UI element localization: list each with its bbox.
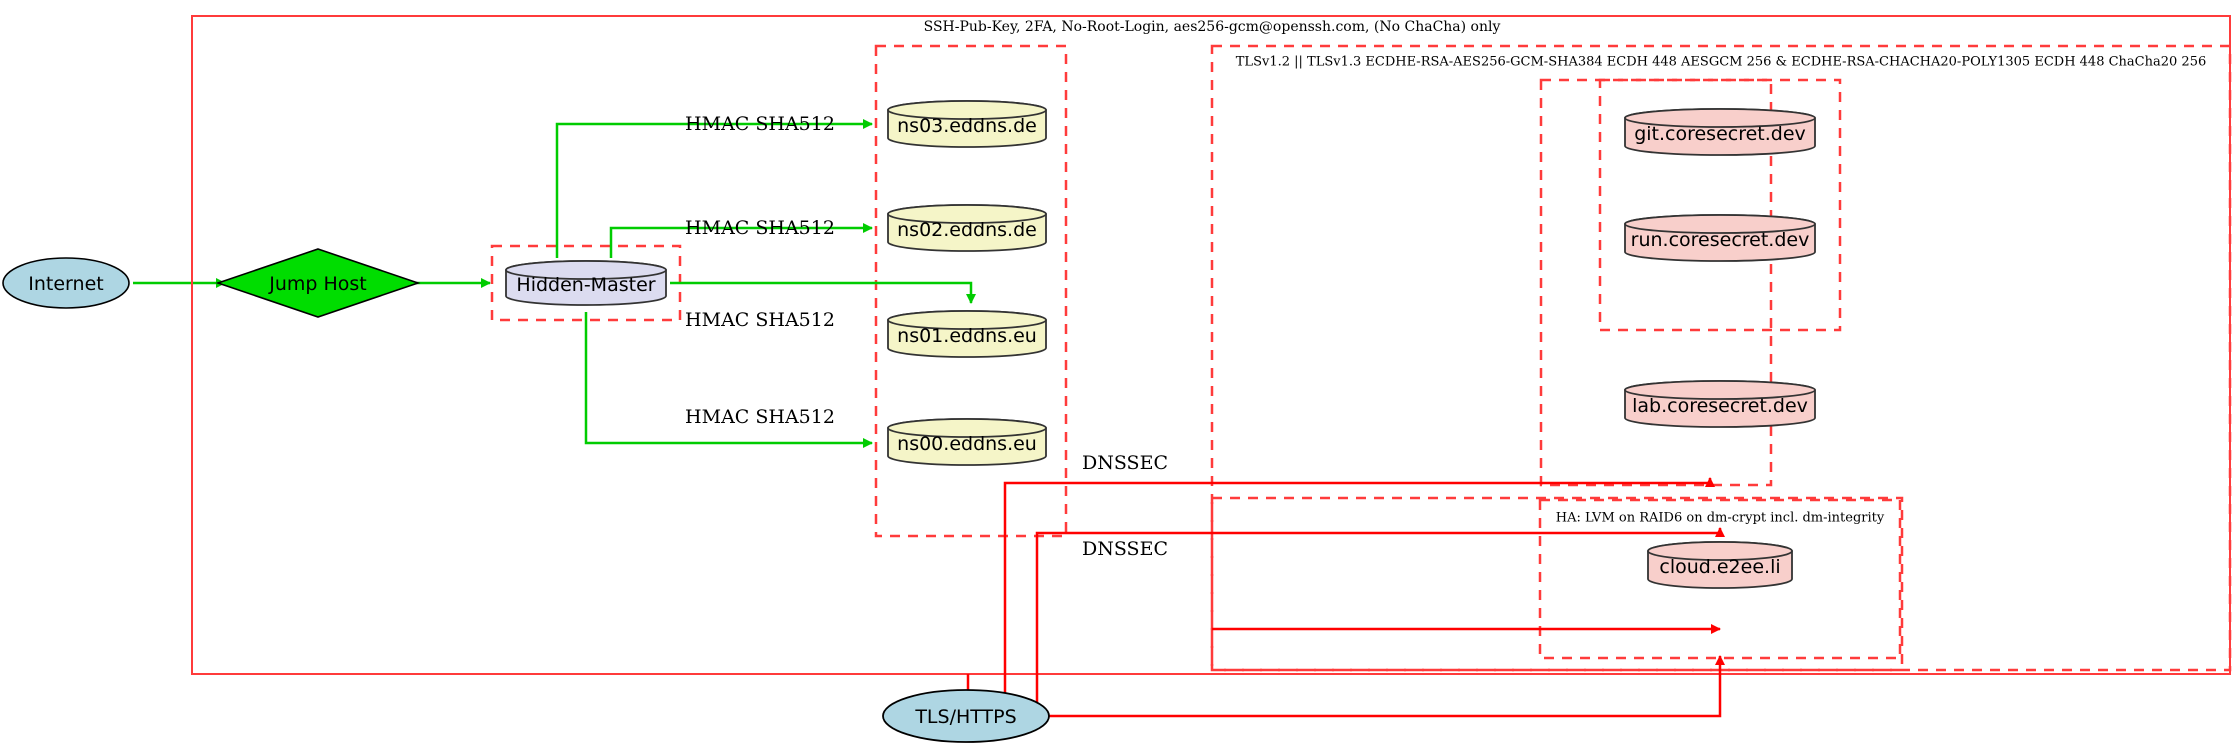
node-ns00[interactable]: ns00.eddns.eu [887,418,1047,466]
node-cloud-e2ee[interactable]: cloud.e2ee.li [1647,541,1793,589]
cluster-ha-label: HA: LVM on RAID6 on dm-crypt incl. dm-in… [1556,511,1885,526]
cluster-coresecret [1598,78,1842,332]
node-run-coresecret[interactable]: run.coresecret.dev [1624,214,1816,262]
node-lab-coresecret-label: lab.coresecret.dev [1632,395,1808,417]
cluster-dnssec-zone [1210,496,1904,672]
node-internet[interactable]: Internet [2,257,130,309]
node-ns03-label: ns03.eddns.de [897,115,1037,137]
node-jump-host-label: Jump Host [268,273,367,295]
cluster-cloud-inner [1539,78,1773,487]
edge-label-hmac-ns01: HMAC SHA512 [685,309,835,331]
node-jump-host[interactable]: Jump Host [215,248,421,318]
node-tls-https[interactable]: TLS/HTTPS [882,689,1050,743]
edge-hiddenmaster-ns03: HMAC SHA512 [555,113,873,258]
node-run-coresecret-label: run.coresecret.dev [1631,229,1810,251]
node-internet-label: Internet [28,273,103,295]
edge-tls-coresecret: DNSSEC [1003,452,1715,716]
node-ns02[interactable]: ns02.eddns.de [887,204,1047,252]
node-lab-coresecret[interactable]: lab.coresecret.dev [1624,380,1816,428]
cluster-nameservers [874,44,1068,538]
node-ns03[interactable]: ns03.eddns.de [887,100,1047,148]
node-tls-https-label: TLS/HTTPS [914,706,1016,728]
node-hidden-master[interactable]: Hidden-Master [505,260,667,306]
node-ns02-label: ns02.eddns.de [897,219,1037,241]
node-cloud-e2ee-label: cloud.e2ee.li [1659,556,1780,578]
cluster-tls-label: TLSv1.2 || TLSv1.3 ECDHE-RSA-AES256-GCM-… [1236,55,2206,70]
node-ns00-label: ns00.eddns.eu [897,433,1037,455]
edge-hiddenmaster-ns02: HMAC SHA512 [609,217,873,258]
edge-label-dnssec-top: DNSSEC [1082,452,1168,474]
node-hidden-master-label: Hidden-Master [516,274,655,296]
cluster-ha: HA: LVM on RAID6 on dm-crypt incl. dm-in… [1538,498,1902,660]
node-git-coresecret[interactable]: git.coresecret.dev [1624,108,1816,156]
cluster-outer-ssh-label: SSH-Pub-Key, 2FA, No-Root-Login, aes256-… [924,19,1501,35]
edge-tls-outer-right [1049,655,1725,718]
node-ns01-label: ns01.eddns.eu [897,325,1037,347]
node-git-coresecret-label: git.coresecret.dev [1634,123,1806,145]
edge-label-hmac-ns02: HMAC SHA512 [685,217,835,239]
edge-label-dnssec-bottom: DNSSEC [1082,538,1168,560]
edge-tls-cloud: DNSSEC [1035,527,1725,712]
node-ns01[interactable]: ns01.eddns.eu [887,310,1047,358]
edge-label-hmac-ns00: HMAC SHA512 [685,406,835,428]
edge-hiddenmaster-ns00: HMAC SHA512 [584,312,873,448]
edge-label-hmac-ns03: HMAC SHA512 [685,113,835,135]
edge-hiddenmaster-ns01: HMAC SHA512 [670,281,976,331]
